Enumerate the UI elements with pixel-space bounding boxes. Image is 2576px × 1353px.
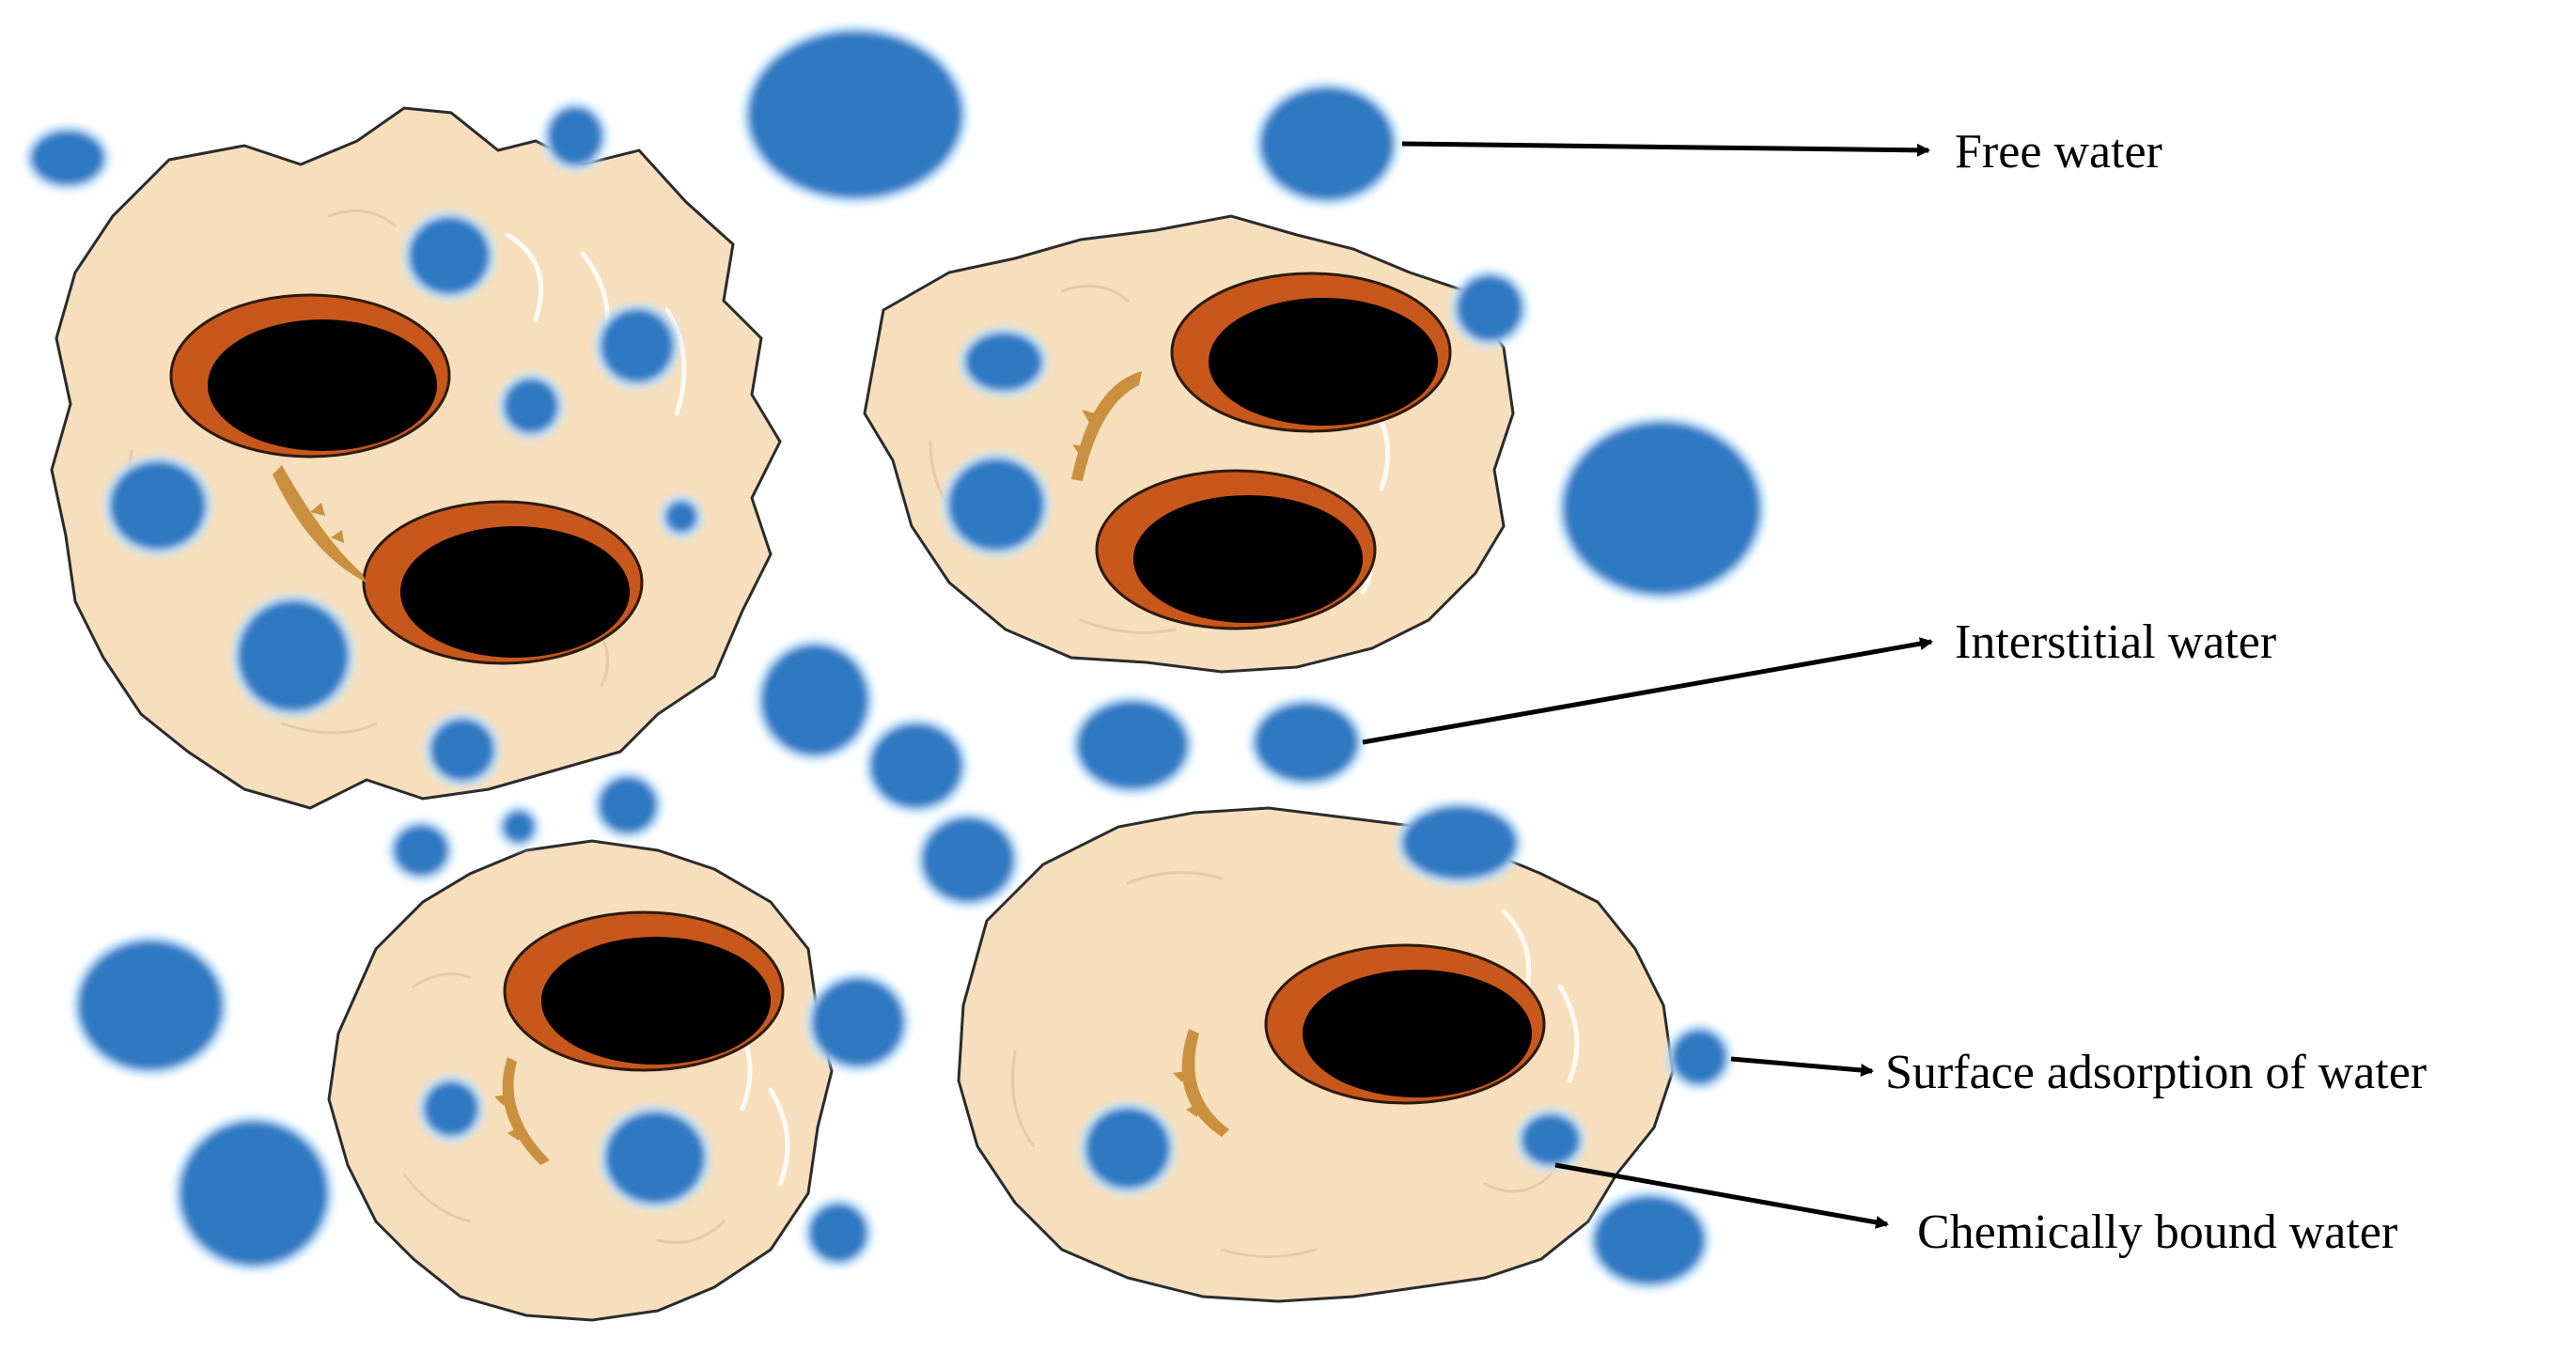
water-drop (960, 327, 1048, 397)
water-drop (804, 1198, 873, 1267)
water-drop (1249, 697, 1364, 787)
water-drop (600, 1106, 710, 1209)
pore (1170, 272, 1452, 433)
water-drop (742, 25, 968, 204)
water-drop (806, 972, 910, 1072)
water-drops (25, 25, 1766, 1290)
bound-water-mark (273, 465, 367, 583)
water-drop (403, 211, 495, 300)
water-drop (497, 805, 540, 848)
label-chemically-bound-water: Chemically bound water (1917, 1205, 2397, 1259)
water-drop (916, 812, 1020, 908)
water-drop (232, 595, 354, 717)
water-drop (660, 495, 703, 538)
water-drop (25, 125, 110, 191)
water-drop (1397, 801, 1522, 885)
water-drop (756, 639, 874, 761)
water-drop (865, 718, 968, 814)
water-drop (1557, 416, 1766, 600)
bound-water-mark (1071, 371, 1142, 481)
water-drop (542, 101, 608, 171)
pore (503, 910, 785, 1072)
pore (362, 500, 644, 665)
chemically-bound-arrow (1554, 1162, 1889, 1229)
interstitial-water-arrow (1362, 637, 1933, 745)
bound-water-mark (1173, 1029, 1229, 1137)
water-drop (595, 303, 679, 388)
water-drop (104, 456, 211, 555)
water-drop (174, 1115, 334, 1271)
water-drop (1255, 82, 1399, 206)
water-drop (498, 373, 564, 439)
bound-water-mark (494, 1057, 550, 1165)
label-interstitial-water: Interstitial water (1955, 615, 2276, 669)
water-drop (425, 713, 500, 786)
pore (1264, 943, 1546, 1105)
label-surface-adsorption: Surface adsorption of water (1885, 1046, 2427, 1099)
water-drop (388, 819, 454, 881)
water-drop (418, 1076, 484, 1142)
free-water-arrow (1401, 141, 1930, 157)
water-drop (943, 453, 1050, 556)
water-drop (1451, 270, 1528, 347)
water-drop (1588, 1190, 1710, 1290)
water-drop (1516, 1109, 1585, 1171)
pore (169, 293, 451, 459)
water-drop (593, 771, 663, 839)
surface-adsorption-arrow (1730, 1056, 1874, 1077)
water-drop (1080, 1102, 1176, 1194)
water-drop (72, 935, 228, 1076)
soil-particle-bottom-left (327, 839, 834, 1322)
water-drop (1666, 1024, 1732, 1090)
pore (1095, 469, 1377, 630)
water-drop (1071, 695, 1194, 795)
label-free-water: Free water (1955, 125, 2162, 179)
